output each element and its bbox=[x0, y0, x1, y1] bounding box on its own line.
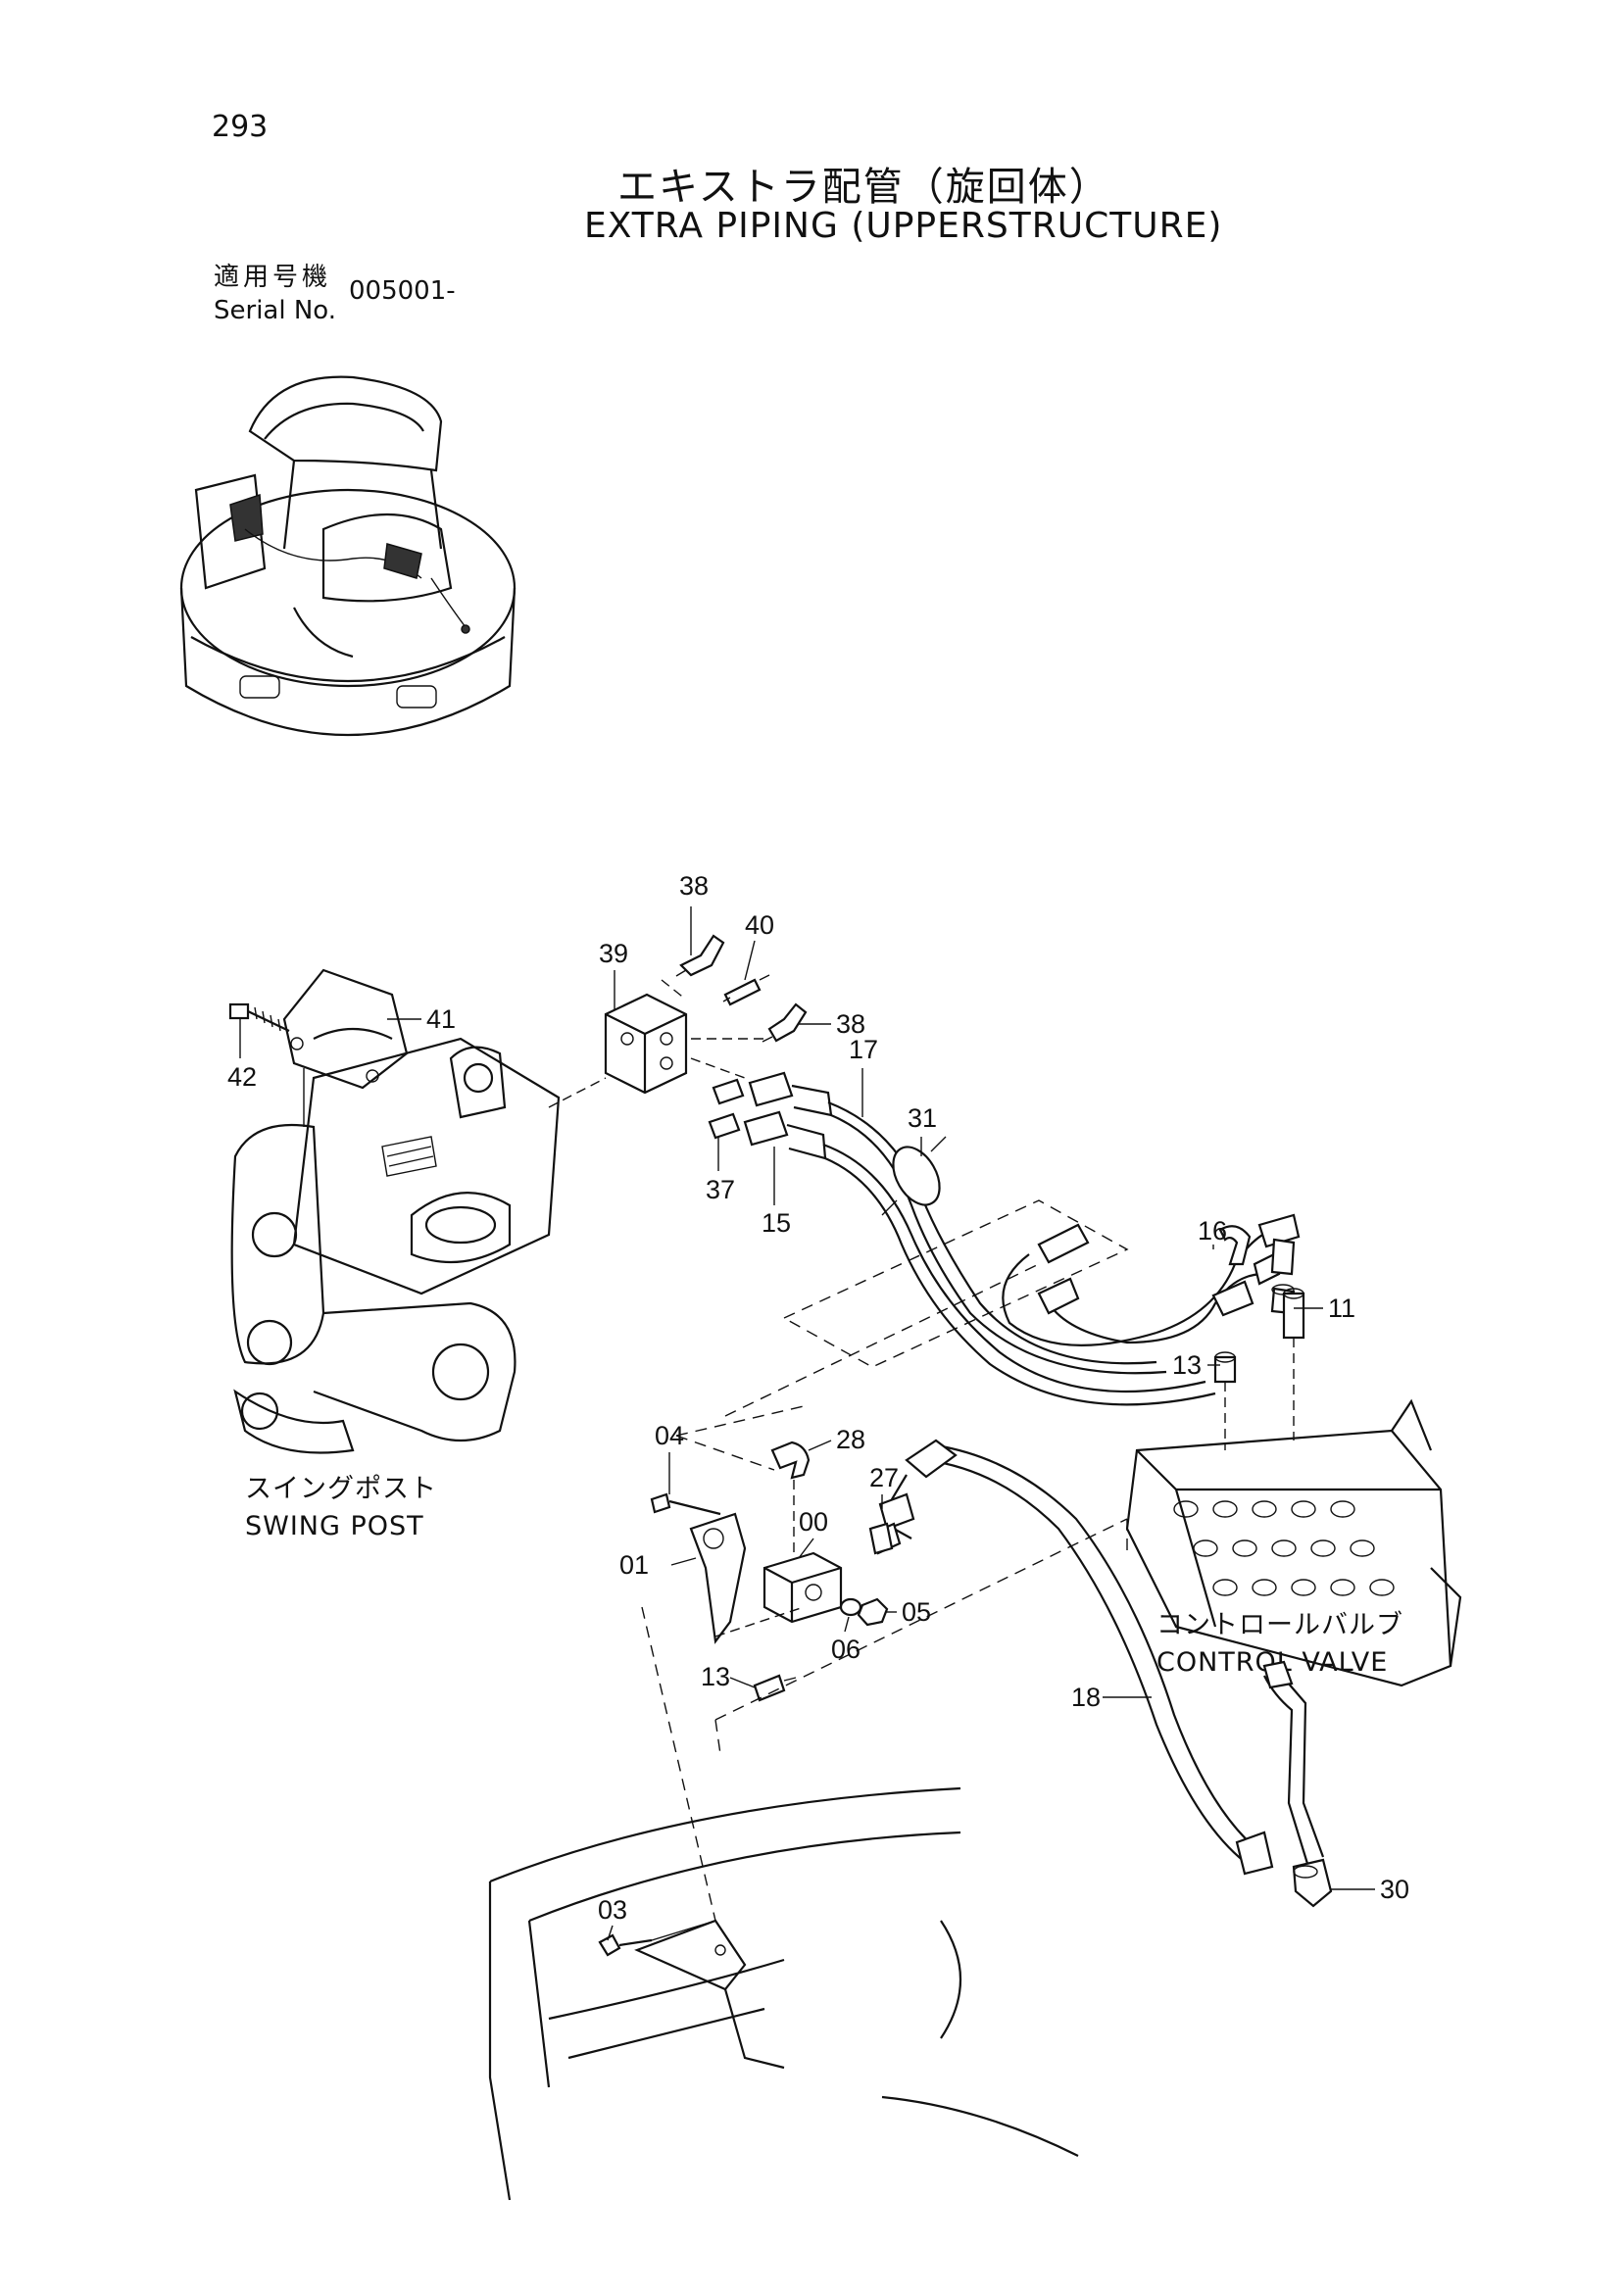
page-number: 293 bbox=[212, 110, 269, 144]
serial-label-japanese: 適用号機 bbox=[214, 263, 332, 292]
hose-part bbox=[1002, 1213, 1301, 1346]
adapter-part bbox=[708, 1112, 741, 1140]
elbow-part bbox=[1218, 1225, 1252, 1266]
callout-42: 42 bbox=[227, 1062, 257, 1092]
swing-post-label-en: SWING POST bbox=[245, 1511, 424, 1541]
reference-box bbox=[714, 1518, 1128, 1755]
clamp-part bbox=[881, 1136, 947, 1216]
swing-post-label-ja: スイングポスト bbox=[245, 1474, 437, 1504]
page-title-japanese: エキストラ配管（旋回体） bbox=[617, 165, 1110, 210]
callout-11: 11 bbox=[1328, 1294, 1355, 1323]
callout-16: 16 bbox=[1198, 1216, 1227, 1246]
callout-leaders bbox=[239, 906, 1375, 1941]
block-part bbox=[604, 993, 688, 1095]
control-valve-illustration bbox=[1125, 1398, 1462, 1687]
adapter-part bbox=[868, 1522, 894, 1555]
nut-part bbox=[857, 1597, 889, 1627]
callout-39: 39 bbox=[599, 939, 628, 968]
page-title-english: EXTRA PIPING (UPPERSTRUCTURE) bbox=[584, 206, 1223, 246]
hose-part bbox=[1037, 1272, 1265, 1344]
leader-line bbox=[690, 1057, 746, 1079]
callout-41: 41 bbox=[426, 1004, 456, 1034]
fitting-part bbox=[722, 974, 770, 1006]
callout-30: 30 bbox=[1380, 1875, 1409, 1904]
leader-line bbox=[661, 979, 687, 1001]
fitting-part bbox=[753, 1674, 797, 1702]
callout-37: 37 bbox=[706, 1175, 735, 1204]
elbow-part bbox=[770, 1441, 811, 1480]
fitting-part bbox=[675, 934, 725, 977]
valve-ports bbox=[1173, 1500, 1395, 1596]
bolt-part bbox=[650, 1492, 721, 1516]
reference-box bbox=[782, 1199, 1129, 1368]
callout-38-lower: 38 bbox=[836, 1009, 865, 1039]
callout-01: 01 bbox=[619, 1550, 649, 1580]
callout-04: 04 bbox=[655, 1421, 684, 1450]
callout-40: 40 bbox=[745, 910, 774, 940]
bracket-part bbox=[689, 1512, 747, 1644]
hose-part bbox=[890, 1439, 1274, 1876]
callout-28: 28 bbox=[836, 1425, 865, 1454]
bolt-part bbox=[598, 1920, 716, 1957]
bolt-part bbox=[228, 1002, 290, 1032]
leader-line bbox=[548, 1077, 607, 1108]
leader-line bbox=[1224, 1338, 1295, 1450]
swing-post-illustration bbox=[230, 1037, 561, 1454]
hose-part bbox=[743, 1110, 1216, 1406]
callout-13-upper: 13 bbox=[1172, 1350, 1202, 1380]
washer-part bbox=[839, 1597, 862, 1617]
reference-box bbox=[675, 1263, 1040, 1471]
fitting-part bbox=[1270, 1238, 1296, 1276]
serial-label-english: Serial No. bbox=[214, 296, 336, 325]
callout-03: 03 bbox=[598, 1895, 627, 1925]
callout-15: 15 bbox=[762, 1208, 791, 1238]
fitting-part bbox=[762, 1002, 808, 1043]
elbow-part bbox=[1292, 1858, 1333, 1908]
block-part bbox=[762, 1551, 843, 1624]
callout-18: 18 bbox=[1071, 1683, 1101, 1712]
callout-17: 17 bbox=[849, 1035, 878, 1064]
callout-13-lower: 13 bbox=[701, 1662, 730, 1691]
frame-illustration bbox=[488, 1786, 1079, 2201]
adapter-part bbox=[1213, 1351, 1237, 1384]
fitting-part bbox=[1282, 1288, 1305, 1340]
leader-line bbox=[641, 1606, 716, 1922]
hose-part bbox=[748, 1071, 1167, 1375]
serial-number-value: 005001- bbox=[349, 276, 456, 306]
adapter-part bbox=[712, 1078, 745, 1105]
callout-38-upper: 38 bbox=[679, 871, 709, 901]
machine-overview-illustration bbox=[179, 375, 516, 737]
callout-31: 31 bbox=[908, 1103, 937, 1133]
cover-part bbox=[282, 968, 409, 1090]
callout-27: 27 bbox=[869, 1463, 899, 1492]
reference-box bbox=[675, 1405, 805, 1437]
pipe-part bbox=[1262, 1660, 1325, 1868]
callout-06: 06 bbox=[831, 1635, 861, 1664]
callout-05: 05 bbox=[902, 1597, 931, 1627]
control-valve-label-ja: コントロールバルブ bbox=[1156, 1610, 1403, 1640]
callout-00: 00 bbox=[799, 1507, 828, 1537]
